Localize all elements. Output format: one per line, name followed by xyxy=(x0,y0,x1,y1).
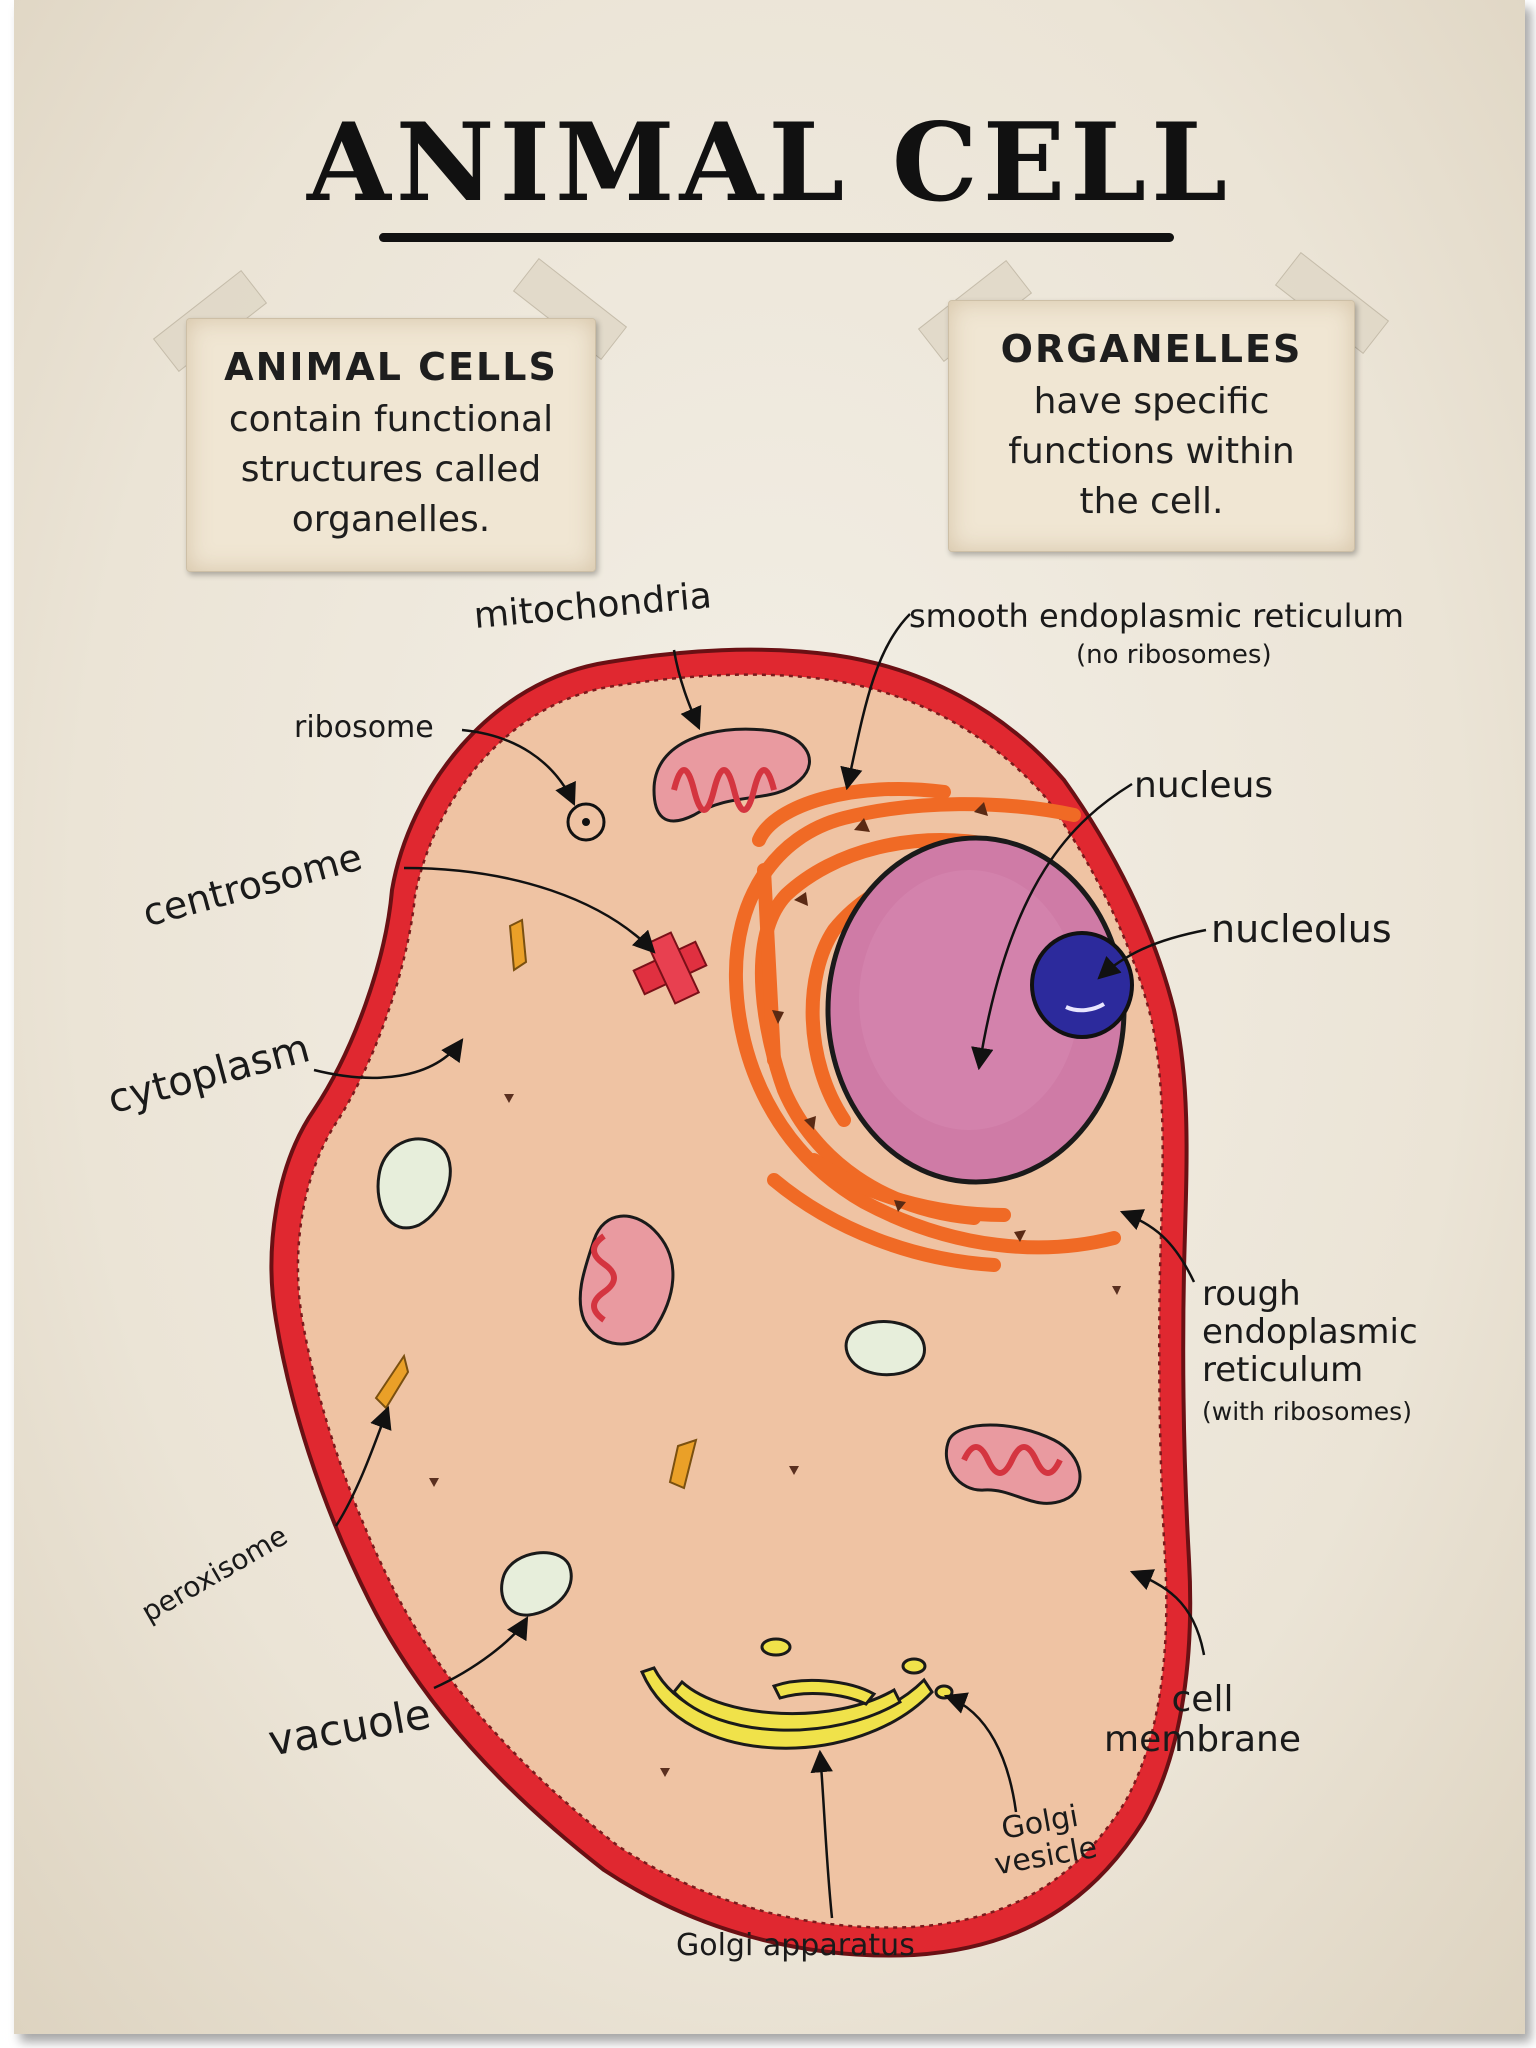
cell-diagram xyxy=(269,613,1207,1958)
label-smooth-er: smooth endoplasmic reticulum xyxy=(909,597,1404,635)
note-heading: ANIMAL CELLS xyxy=(224,345,558,389)
endoplasmic-reticulum xyxy=(728,782,1121,1272)
mitochondrion xyxy=(652,727,811,823)
label-rough-er-note: (with ribosomes) xyxy=(1202,1397,1412,1426)
label-nucleolus: nucleolus xyxy=(1211,907,1392,951)
label-nucleus: nucleus xyxy=(1134,765,1274,806)
page-title: ANIMAL CELL xyxy=(306,100,1233,226)
note-organelles: ORGANELLES have specific functions withi… xyxy=(948,300,1355,552)
leader-lines xyxy=(313,613,1207,1919)
label-cell-membrane-line: membrane xyxy=(1104,1719,1301,1760)
peroxisome xyxy=(374,918,698,1490)
mitochondrion xyxy=(944,1423,1082,1505)
note-line: organelles. xyxy=(291,499,491,540)
label-rough-er: rough endoplasmic reticulum (with riboso… xyxy=(1202,1275,1418,1431)
cell-membrane xyxy=(269,647,1193,1958)
note-animal-cells: ANIMAL CELLS contain functional structur… xyxy=(186,318,596,572)
nucleus xyxy=(825,835,1127,1185)
label-rough-er-line: rough xyxy=(1202,1274,1301,1314)
label-rough-er-line: reticulum xyxy=(1202,1350,1364,1390)
note-line: have specific xyxy=(1033,381,1270,422)
label-rough-er-line: endoplasmic xyxy=(1202,1312,1418,1352)
title-underline xyxy=(379,233,1174,242)
note-line: structures called xyxy=(240,449,542,490)
label-cell-membrane: cell membrane xyxy=(1104,1680,1301,1760)
ribosome xyxy=(566,802,606,842)
centrosome xyxy=(632,931,708,1005)
note-line: contain functional xyxy=(228,399,554,440)
vacuole xyxy=(376,1137,452,1230)
note-line: the cell. xyxy=(1079,481,1224,522)
vacuole xyxy=(500,1551,573,1617)
note-body: have specific functions within the cell. xyxy=(949,377,1354,527)
label-cell-membrane-line: cell xyxy=(1171,1679,1234,1720)
note-line: functions within xyxy=(1008,431,1295,472)
label-smooth-er-note: (no ribosomes) xyxy=(1076,640,1272,670)
label-golgi-apparatus: Golgi apparatus xyxy=(676,1928,915,1963)
nucleolus xyxy=(1030,931,1134,1039)
note-body: contain functional structures called org… xyxy=(187,395,595,545)
vacuole xyxy=(844,1320,926,1377)
poster: ANIMAL CELL ANIMAL CELLS contain functio… xyxy=(14,0,1525,2034)
mitochondrion xyxy=(578,1214,675,1346)
granules xyxy=(429,1094,1121,1777)
note-heading: ORGANELLES xyxy=(1000,327,1303,371)
label-ribosome: ribosome xyxy=(294,710,434,745)
